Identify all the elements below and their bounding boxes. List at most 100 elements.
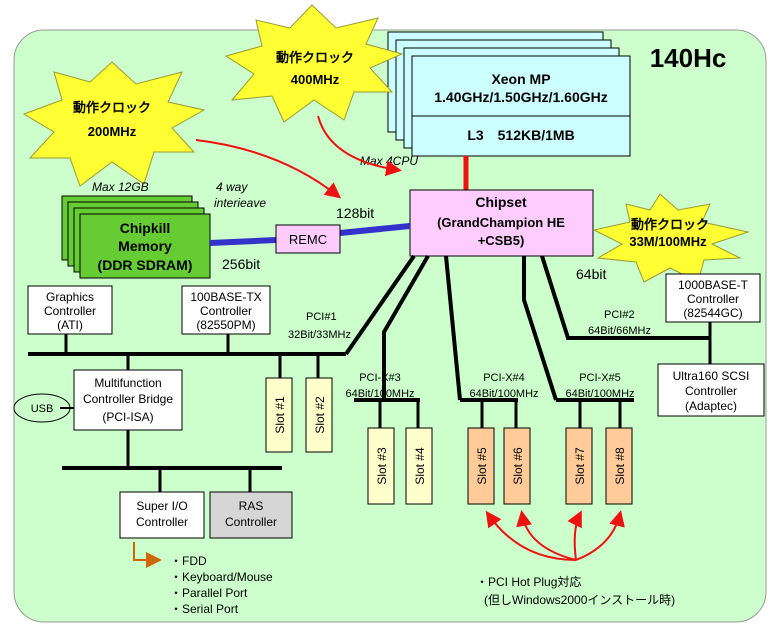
chipset-title: Chipset [475, 194, 527, 210]
scsi-line3: (Adaptec) [685, 399, 737, 413]
memory-line1: Chipkill [120, 220, 171, 236]
slot-7-label: Slot #7 [573, 447, 587, 485]
memory-interleave-1: 4 way [216, 180, 248, 194]
memory-stack [61, 195, 211, 279]
memory-clock-value: 200MHz [88, 124, 137, 139]
legacy-arrow [133, 542, 162, 568]
scsi-controller-box [657, 363, 765, 417]
legacy-item-2: ・Keyboard/Mouse [170, 570, 273, 584]
pci1-line1: PCI#1 [306, 311, 337, 323]
pcix4-line1: PCI-X#4 [483, 372, 525, 384]
hotplug-arrows [485, 510, 625, 561]
cpu-cache: L3 512KB/1MB [467, 127, 574, 143]
memory-max: Max 12GB [92, 180, 149, 194]
cpu-freqs: 1.40GHz/1.50GHz/1.60GHz [434, 89, 608, 105]
memory-clock-label: 動作クロック [73, 100, 151, 115]
slot-1-label: Slot #1 [273, 396, 287, 434]
lan100-line3: (82550PM) [196, 318, 255, 332]
memory-bus-left-label: 256bit [222, 256, 260, 272]
bridge-line2: Controller Bridge [83, 392, 173, 406]
slot-6-label: Slot #6 [511, 447, 525, 485]
pci-clock-label: 動作クロック [631, 217, 709, 232]
slot-3 [367, 427, 395, 505]
graphics-line1: Graphics [46, 290, 94, 304]
slot-7 [565, 427, 593, 505]
scsi-line2: Controller [685, 384, 737, 398]
memory-clock-burst [22, 61, 206, 187]
memory-bus-right-label: 128bit [336, 205, 374, 221]
ras-box [209, 491, 293, 539]
chipset-line1: (GrandChampion HE [437, 215, 565, 230]
pcix4-line2: 64Bit/100MHz [469, 388, 538, 400]
lan100-controller-box [181, 285, 271, 335]
cpu-clock-arrow [317, 115, 402, 177]
legacy-item-1: ・FDD [170, 554, 207, 568]
cpu-clock-label: 動作クロック [276, 50, 354, 65]
cpu-box [411, 55, 631, 157]
hotplug-line1: ・PCI Hot Plug対応 [476, 575, 581, 589]
remc-box [275, 224, 341, 254]
superio-line2: Controller [136, 515, 188, 529]
lan100-line1: 100BASE-TX [190, 290, 261, 304]
slot-5 [467, 427, 495, 505]
slot-2 [305, 377, 333, 453]
bridge-box [73, 369, 183, 431]
cpu-bus-note: Max 4CPU [360, 154, 418, 168]
lan1000-line2: Controller [687, 292, 739, 306]
pcix3-line1: PCI-X#3 [359, 372, 401, 384]
usb-label: USB [31, 403, 54, 415]
lan100-line2: Controller [200, 304, 252, 318]
pci2-line2: 64Bit/66MHz [588, 325, 651, 337]
pcix5-line2: 64Bit/100MHz [565, 388, 634, 400]
graphics-line2: Controller [44, 304, 96, 318]
bridge-line1: Multifunction [94, 376, 161, 390]
slot-8 [605, 427, 633, 505]
memory-bus-128 [339, 223, 411, 236]
slot-1 [265, 377, 293, 453]
memory-line3: (DDR SDRAM) [98, 257, 193, 273]
scsi-line1: Ultra160 SCSI [673, 369, 750, 383]
chipset-box [409, 189, 594, 257]
lan1000-controller-box [665, 273, 761, 323]
chipset-64bit-label: 64bit [576, 266, 606, 282]
slot-4-label: Slot #4 [413, 447, 427, 485]
memory-clock-arrow [195, 139, 342, 199]
remc-label: REMC [289, 232, 327, 247]
ras-line2: Controller [225, 515, 277, 529]
bridge-line3: (PCI-ISA) [102, 410, 153, 424]
legacy-item-3: ・Parallel Port [170, 586, 248, 600]
memory-interleave-2: interieave [214, 196, 266, 210]
slot-3-label: Slot #3 [375, 447, 389, 485]
ras-line1: RAS [239, 499, 264, 513]
pcix5-line1: PCI-X#5 [579, 372, 621, 384]
cpu-clock-value: 400MHz [291, 72, 340, 87]
superio-box [119, 491, 205, 539]
pci1-line2: 32Bit/33MHz [288, 329, 351, 341]
pcix3-line2: 64Bit/100MHz [345, 388, 414, 400]
memory-line2: Memory [118, 238, 172, 254]
chipset-bus-lines [344, 254, 710, 401]
pci-clock-value: 33M/100MHz [629, 234, 707, 249]
slot-8-label: Slot #8 [613, 447, 627, 485]
graphics-controller-box [27, 285, 113, 335]
slot-2-label: Slot #2 [313, 396, 327, 434]
slot-4 [405, 427, 433, 505]
chipset-line2: +CSB5) [478, 233, 525, 248]
memory-box [79, 213, 211, 279]
hotplug-line2: (但しWindows2000インストール時) [484, 593, 675, 607]
legacy-item-4: ・Serial Port [170, 602, 239, 616]
lan1000-line1: 1000BASE-T [678, 278, 749, 292]
model-title: 140Hc [650, 43, 727, 73]
superio-line1: Super I/O [136, 499, 187, 513]
cpu-stack [387, 31, 631, 157]
slot-6 [503, 427, 531, 505]
slot-5-label: Slot #5 [475, 447, 489, 485]
memory-bus-256 [209, 237, 277, 246]
cpu-clock-burst [224, 4, 404, 123]
lan1000-line3: (82544GC) [683, 306, 742, 320]
cpu-name: Xeon MP [491, 71, 550, 87]
graphics-line3: (ATI) [57, 318, 83, 332]
pci-clock-burst [592, 193, 750, 283]
pci2-line1: PCI#2 [604, 309, 635, 321]
